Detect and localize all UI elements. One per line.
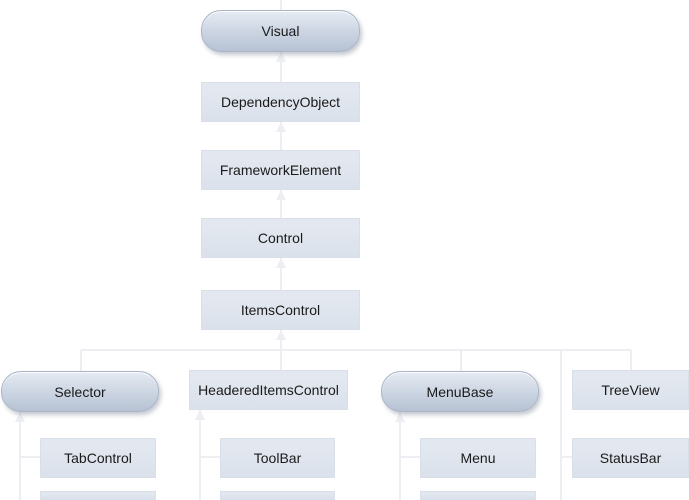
node-control[interactable]: Control [201,218,360,258]
node-tree-view[interactable]: TreeView [572,370,689,410]
node-framework-element[interactable]: FrameworkElement [201,150,360,190]
node-items-control[interactable]: ItemsControl [201,290,360,330]
node-partial-3 [420,491,536,500]
node-partial-1 [40,491,156,500]
node-status-bar[interactable]: StatusBar [572,438,689,478]
node-headered-items-control[interactable]: HeaderedItemsControl [189,370,348,410]
node-visual[interactable]: Visual [201,10,360,52]
node-selector[interactable]: Selector [1,371,159,412]
node-menu-base[interactable]: MenuBase [381,371,539,412]
node-partial-2 [220,491,335,500]
node-dependency-object[interactable]: DependencyObject [201,82,360,122]
node-tab-control[interactable]: TabControl [40,438,156,478]
node-menu[interactable]: Menu [420,438,536,478]
node-tool-bar[interactable]: ToolBar [220,438,335,478]
